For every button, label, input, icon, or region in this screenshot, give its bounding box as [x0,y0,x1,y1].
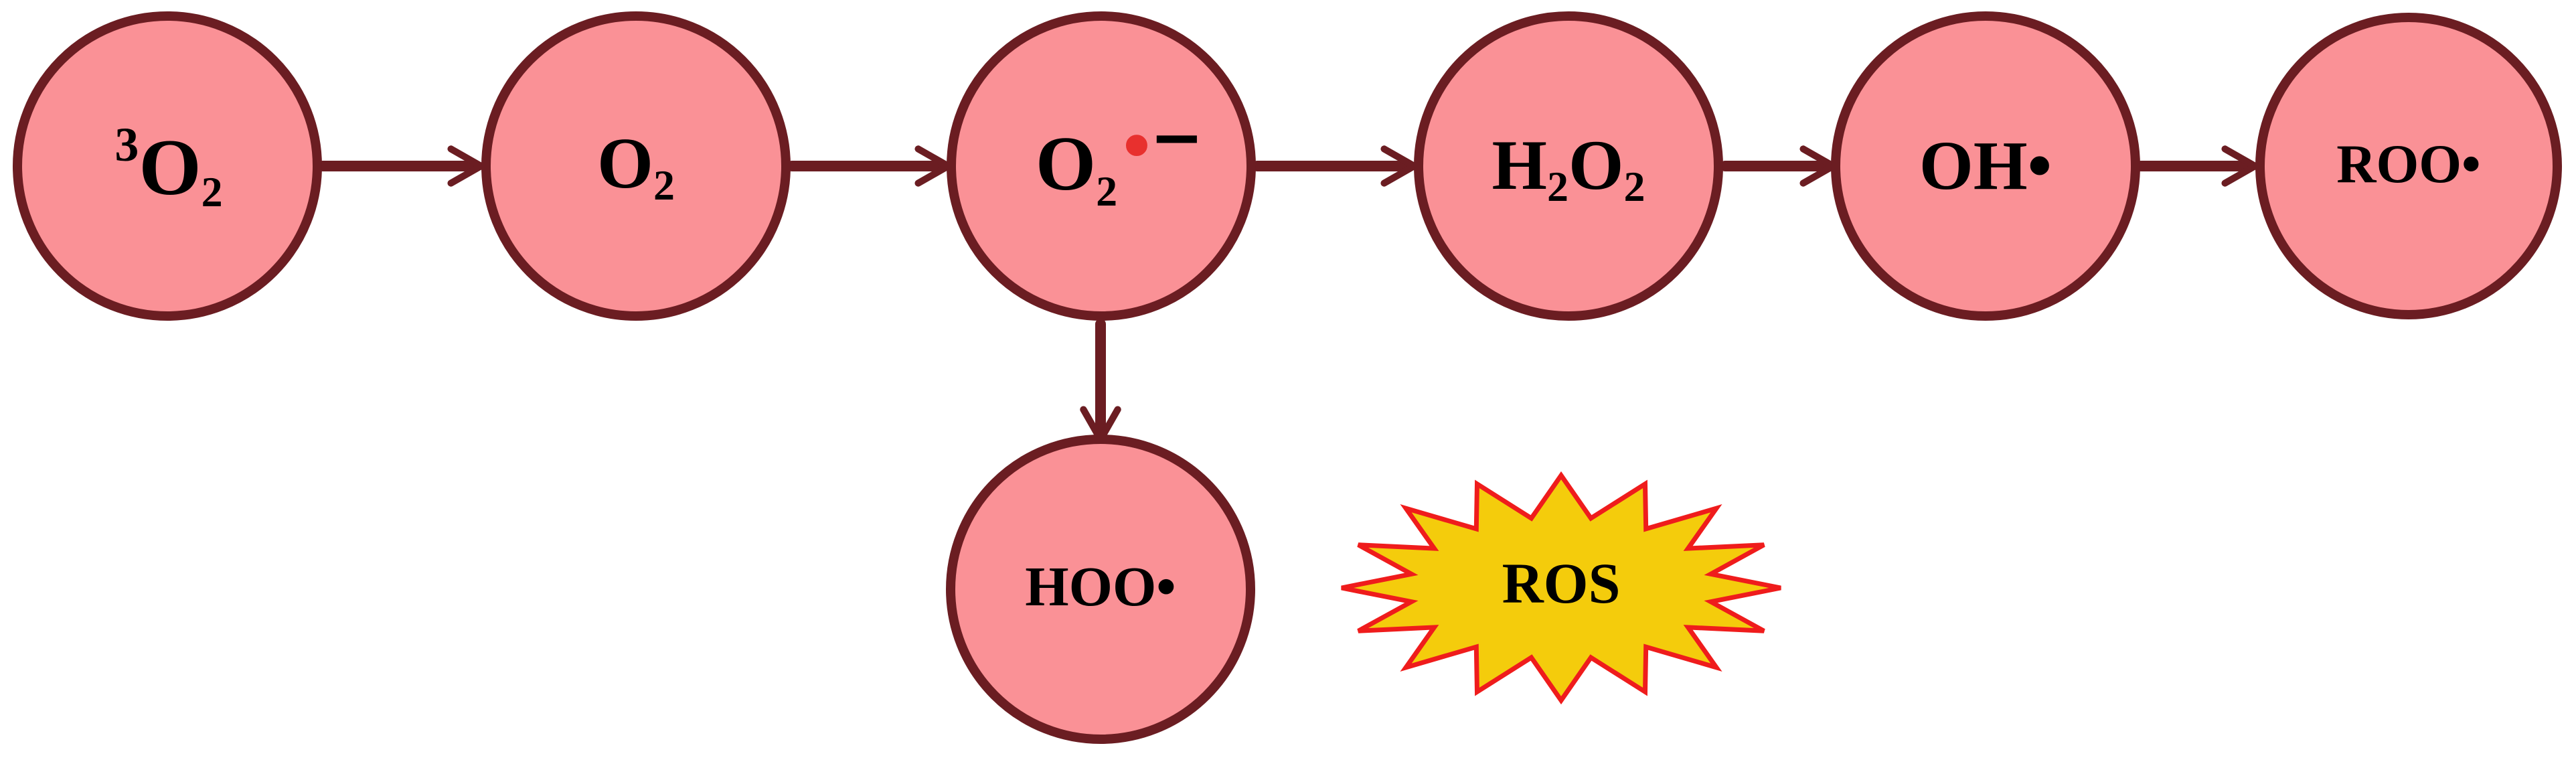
arrows [317,145,2259,443]
ros-burst-shape [1341,471,1781,705]
label-hydroperoxyl-radical: HOO• [1025,556,1176,618]
oxygen-subscript: 2 [653,161,675,209]
node-oxygen [481,11,791,321]
peroxide-h-subscript: 2 [1547,163,1568,210]
node-peroxyl-radical [2255,13,2562,319]
node-hydrogen-peroxide [1414,11,1723,321]
superoxide-radical-dot: • [1115,104,1159,190]
superoxide-charge: − [1150,100,1204,175]
peroxide-h: H [1492,126,1547,204]
label-superoxide: O2 [1036,121,1117,215]
triplet-subscript: 2 [202,168,223,216]
node-hydroxyl-radical [1831,11,2140,321]
superoxide-subscript: 2 [1096,167,1117,215]
superoxide-base: O [1036,121,1096,207]
label-hydroxyl-radical: OH• [1919,127,2052,204]
peroxide-o: O [1568,126,1623,204]
node-hydroperoxyl-radical [946,435,1255,744]
triplet-base: O [139,123,201,212]
label-peroxyl-radical: ROO• [2336,133,2481,194]
node-circles [13,11,2562,744]
triplet-superscript: 3 [114,118,139,171]
node-triplet-oxygen [13,11,322,321]
label-hydrogen-peroxide: H2O2 [1492,126,1645,210]
peroxide-o-subscript: 2 [1623,163,1645,210]
label-oxygen: O2 [597,124,675,209]
oxygen-base: O [597,124,653,204]
label-ros: ROS [1502,551,1621,615]
label-triplet-oxygen: 3O2 [114,118,222,216]
node-superoxide [947,11,1256,321]
